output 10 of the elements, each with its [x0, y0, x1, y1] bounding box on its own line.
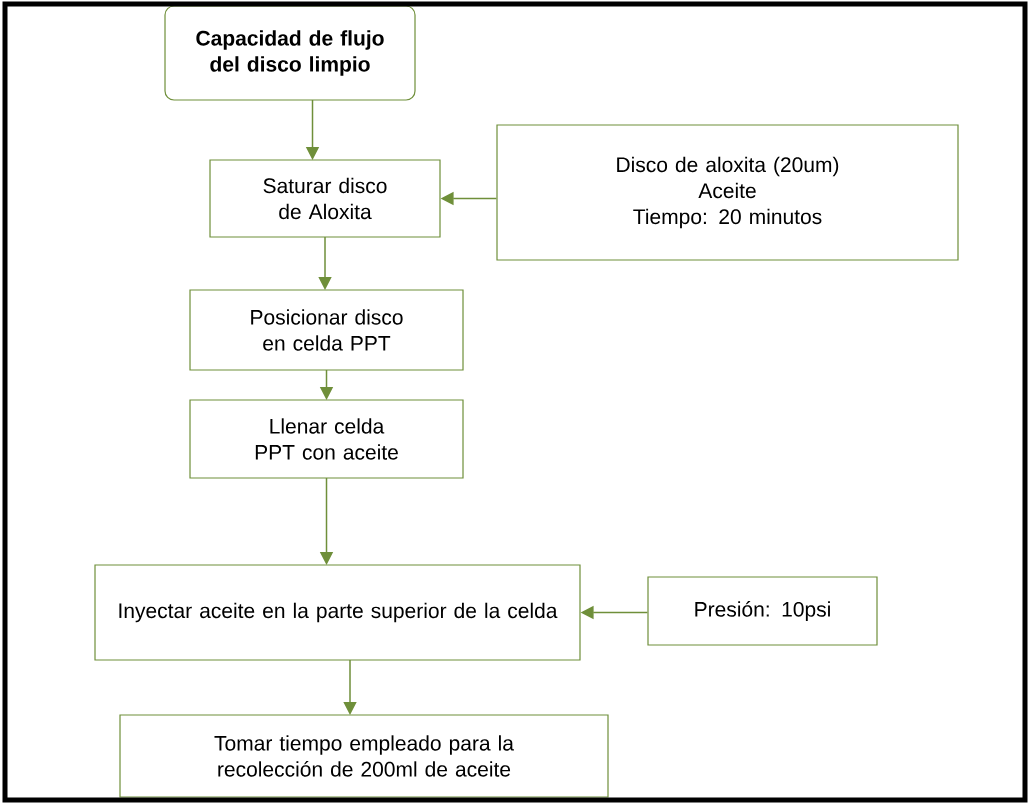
- process-box: Presión: 10psi: [647, 576, 878, 646]
- start-box: Capacidad de flujo del disco limpio: [164, 5, 416, 101]
- process-box: Inyectar aceite en la parte superior de la celda: [94, 564, 581, 661]
- process-box: Tomar tiempo empleado para la recolección de 200ml de aceite: [119, 714, 609, 798]
- arrow: [343, 659, 357, 715]
- process-box: Posicionar disco en celda PPT: [189, 289, 464, 371]
- arrow: [318, 236, 332, 290]
- process-box: Llenar celda PPT con aceite: [189, 399, 464, 479]
- process-box: Disco de aloxita (20um) Aceite Tiempo: 20 minutos: [496, 124, 959, 261]
- process-box: Saturar disco de Aloxita: [209, 159, 441, 238]
